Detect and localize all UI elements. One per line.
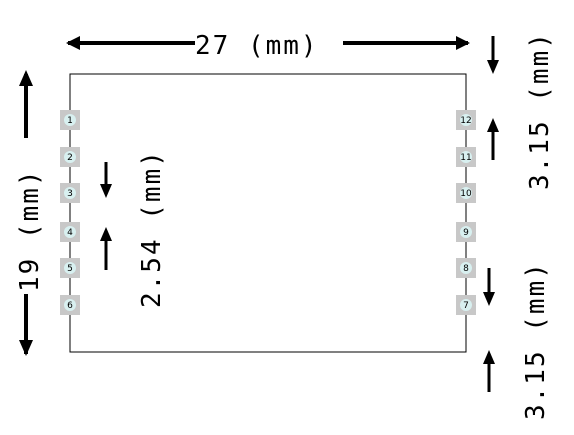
pin-pad-dot <box>460 187 472 199</box>
pin-pad: 3 <box>60 183 80 203</box>
pin-number: 2 <box>67 153 73 163</box>
height-arrowhead-bottom <box>19 340 33 356</box>
edge-bottom-label: 3.15 (mm) <box>521 261 551 420</box>
pin-number: 8 <box>463 264 469 274</box>
pin-pad-dot <box>460 226 472 238</box>
pin-pad-dot <box>460 299 472 311</box>
pin-pad-dot <box>64 114 76 126</box>
pin-pad-dot <box>460 114 472 126</box>
width-label: 27 (mm) <box>195 31 319 61</box>
pin-pad: 7 <box>456 295 476 315</box>
pin-pad: 2 <box>60 147 80 167</box>
pin-pad: 11 <box>456 147 476 167</box>
width-arrowhead-right <box>456 36 470 50</box>
pin-pad: 4 <box>60 222 80 242</box>
pin-pad-dot <box>460 151 472 163</box>
pin-pad: 10 <box>456 183 476 203</box>
pin-pad: 1 <box>60 110 80 130</box>
pin-pad: 12 <box>456 110 476 130</box>
pin-pad-dot <box>64 299 76 311</box>
pin-pad-dot <box>64 187 76 199</box>
pins-right: 12 11 10 9 8 7 <box>456 110 476 315</box>
pin-pad: 9 <box>456 222 476 242</box>
height-label: 19 (mm) <box>15 168 45 292</box>
width-arrowhead-left <box>66 36 80 50</box>
pin-number: 7 <box>463 301 469 311</box>
pin-number: 9 <box>463 228 469 238</box>
edge-top-arrowhead-down <box>487 60 499 74</box>
pitch-arrowhead-down <box>100 184 112 198</box>
pin-number: 6 <box>67 301 73 311</box>
edge-bottom-arrowhead-down <box>483 292 495 306</box>
pitch-label: 2.54 (mm) <box>137 149 167 308</box>
pitch-arrowhead-up <box>100 227 112 241</box>
pin-pad: 6 <box>60 295 80 315</box>
pin-pad-dot <box>64 262 76 274</box>
edge-top-dimension: 3.15 (mm) <box>487 31 555 190</box>
edge-bottom-arrowhead-up <box>483 350 495 364</box>
pitch-dimension: 2.54 (mm) <box>100 149 167 308</box>
pin-number: 4 <box>67 228 73 238</box>
pin-number: 3 <box>67 189 73 199</box>
pin-number: 1 <box>67 116 73 126</box>
pins-left: 1 2 3 4 5 6 <box>60 110 80 315</box>
edge-top-arrowhead-up <box>487 118 499 132</box>
pin-number: 10 <box>460 189 472 199</box>
pin-pad-dot <box>460 262 472 274</box>
pin-number: 5 <box>67 264 73 274</box>
edge-bottom-dimension: 3.15 (mm) <box>483 261 551 420</box>
pin-pad: 8 <box>456 258 476 278</box>
height-dimension: 19 (mm) <box>15 70 45 356</box>
pin-pad-dot <box>64 226 76 238</box>
pin-number: 11 <box>460 153 471 163</box>
height-arrowhead-top <box>19 70 33 86</box>
module-outline <box>69 73 467 353</box>
pin-pad: 5 <box>60 258 80 278</box>
pin-number: 12 <box>460 116 471 126</box>
edge-top-label: 3.15 (mm) <box>525 31 555 190</box>
width-dimension: 27 (mm) <box>66 31 470 61</box>
pin-pad-dot <box>64 151 76 163</box>
